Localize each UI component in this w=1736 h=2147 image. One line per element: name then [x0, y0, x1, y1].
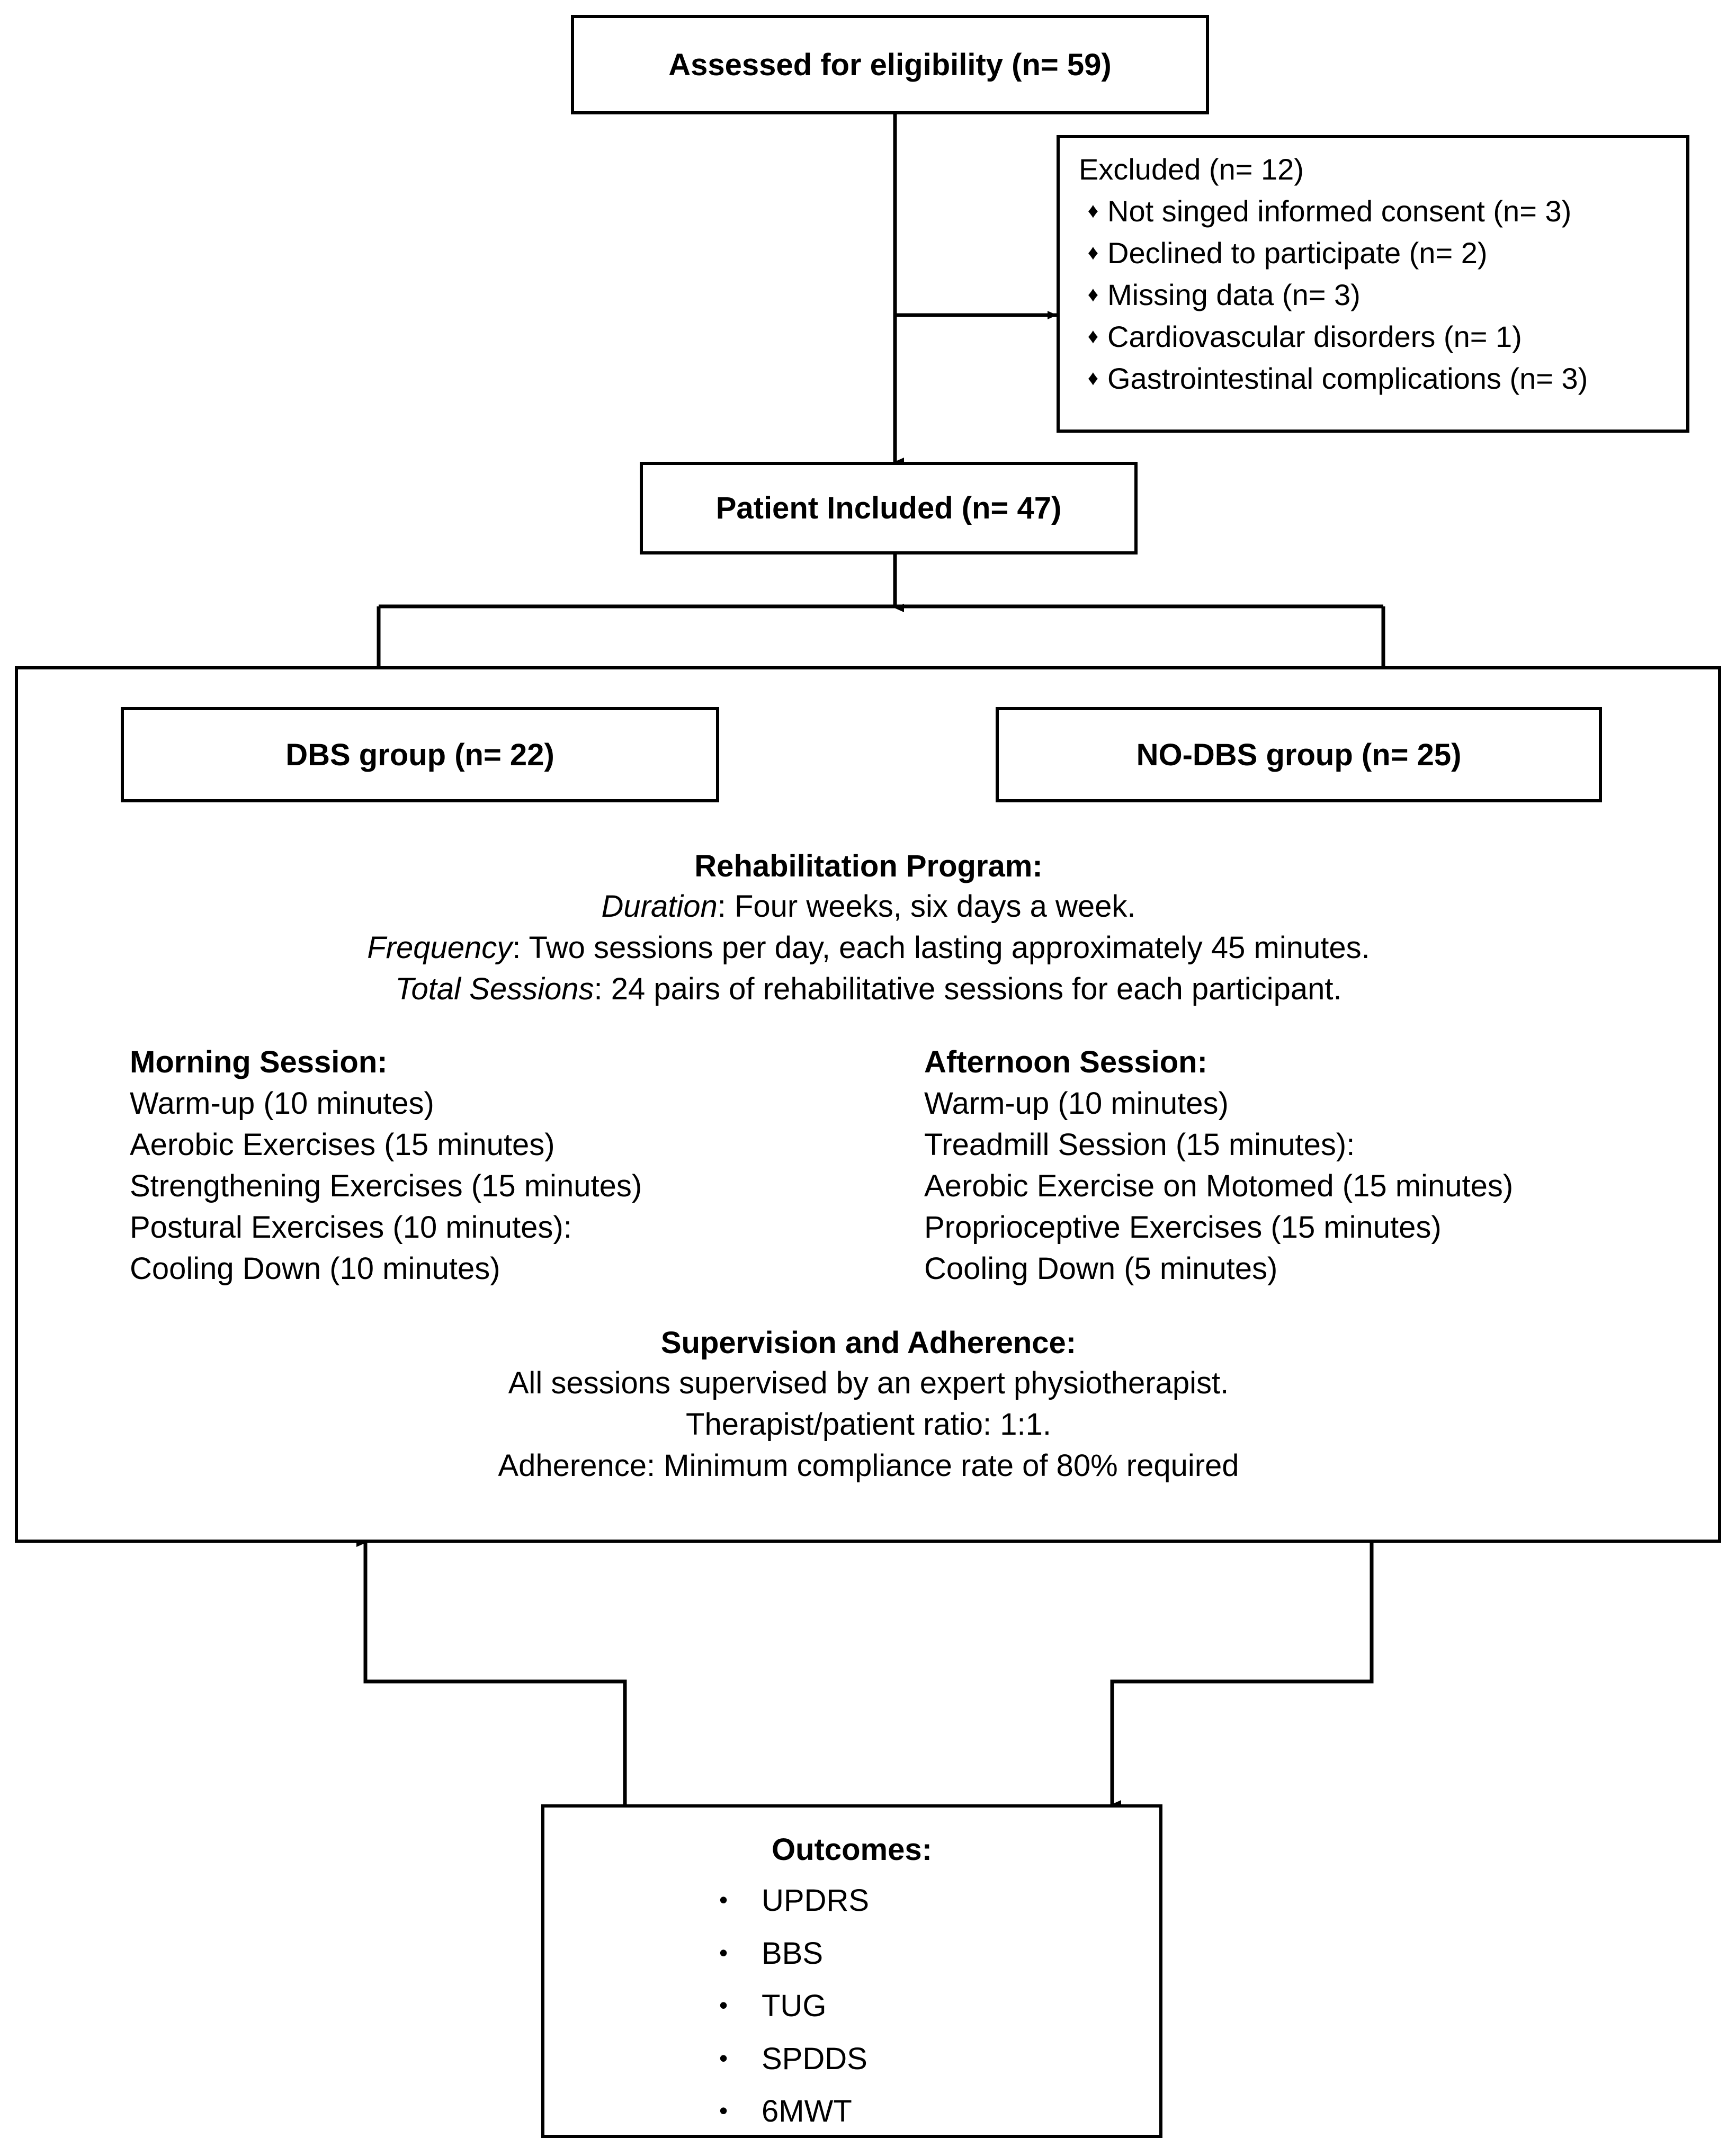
- supervision-line: Adherence: Minimum compliance rate of 80…: [498, 1448, 1239, 1483]
- list-item: ♦ Declined to participate (n= 2): [1079, 236, 1686, 271]
- list-item: Proprioceptive Exercises (15 minutes): [924, 1210, 1442, 1245]
- afternoon-session-column: Afternoon Session: Warm-up (10 minutes) …: [924, 1042, 1719, 1290]
- round-bullet-icon: •: [719, 1938, 728, 1966]
- supervision-line: All sessions supervised by an expert phy…: [508, 1366, 1229, 1401]
- excluded-reason-list: ♦ Not singed informed consent (n= 3) ♦ D…: [1079, 194, 1686, 396]
- list-item: ♦ Missing data (n= 3): [1079, 278, 1686, 312]
- outcome-label: TUG: [762, 1989, 827, 2024]
- list-item: • BBS: [719, 1935, 1159, 1972]
- list-item: ♦ Gastrointestinal complications (n= 3): [1079, 362, 1686, 396]
- diamond-bullet-icon: ♦: [1087, 241, 1099, 265]
- list-item: • TUG: [719, 1988, 1159, 2025]
- list-item: Postural Exercises (10 minutes):: [130, 1210, 572, 1245]
- morning-session-list: Warm-up (10 minutes) Aerobic Exercises (…: [130, 1083, 924, 1290]
- excluded-box: Excluded (n= 12) ♦ Not singed informed c…: [1057, 135, 1689, 433]
- patient-included-box: Patient Included (n= 47): [640, 462, 1138, 554]
- diamond-bullet-icon: ♦: [1087, 282, 1099, 306]
- rehabilitation-program-details: Rehabilitation Program: Duration: Four w…: [58, 846, 1679, 1010]
- outcome-label: BBS: [762, 1936, 824, 1971]
- rehab-total-sessions-label: Total Sessions: [395, 971, 594, 1006]
- outcome-label: 6MWT: [762, 2094, 852, 2129]
- supervision-header: Supervision and Adherence:: [660, 1326, 1077, 1360]
- excluded-item-label: Missing data (n= 3): [1107, 278, 1361, 311]
- list-item: ♦ Not singed informed consent (n= 3): [1079, 194, 1686, 229]
- rehab-total-sessions-text: : 24 pairs of rehabilitative sessions fo…: [594, 971, 1342, 1006]
- excluded-item-label: Not singed informed consent (n= 3): [1107, 194, 1572, 228]
- dbs-group-label: DBS group (n= 22): [285, 737, 554, 772]
- list-item: Cooling Down (10 minutes): [130, 1251, 500, 1286]
- assessed-label: Assessed for eligibility (n= 59): [668, 47, 1112, 82]
- supervision-and-adherence-details: Supervision and Adherence: All sessions …: [58, 1323, 1679, 1487]
- connector-outcomes-to-program: [356, 1538, 627, 1804]
- excluded-item-label: Gastrointestinal complications (n= 3): [1107, 361, 1588, 395]
- excluded-item-label: Cardiovascular disorders (n= 1): [1107, 319, 1522, 353]
- rehab-duration-label: Duration: [601, 889, 718, 924]
- morning-session-column: Morning Session: Warm-up (10 minutes) Ae…: [130, 1042, 924, 1290]
- rehab-frequency-label: Frequency: [367, 931, 513, 965]
- outcomes-box: Outcomes: • UPDRS • BBS • TUG • SPDDS • …: [541, 1804, 1162, 2138]
- list-item: Cooling Down (5 minutes): [924, 1251, 1278, 1286]
- afternoon-session-header: Afternoon Session:: [924, 1045, 1207, 1079]
- rehab-frequency-text: : Two sessions per day, each lasting app…: [512, 931, 1370, 965]
- diamond-bullet-icon: ♦: [1087, 199, 1099, 223]
- round-bullet-icon: •: [719, 2044, 728, 2072]
- round-bullet-icon: •: [719, 2097, 728, 2125]
- connector-program-to-outcomes: [1110, 1543, 1374, 1809]
- diamond-bullet-icon: ♦: [1087, 324, 1099, 348]
- no-dbs-group-box: NO-DBS group (n= 25): [996, 707, 1602, 802]
- list-item: • UPDRS: [719, 1882, 1159, 1919]
- list-item: Warm-up (10 minutes): [130, 1086, 434, 1121]
- rehab-total-sessions-line: Total Sessions: 24 pairs of rehabilitati…: [58, 969, 1679, 1010]
- list-item: ♦ Cardiovascular disorders (n= 1): [1079, 320, 1686, 354]
- rehab-duration-line: Duration: Four weeks, six days a week.: [58, 886, 1679, 927]
- list-item: Warm-up (10 minutes): [924, 1086, 1229, 1121]
- list-item: Aerobic Exercises (15 minutes): [130, 1128, 555, 1162]
- list-item: Aerobic Exercise on Motomed (15 minutes): [924, 1169, 1514, 1204]
- round-bullet-icon: •: [719, 1991, 728, 2019]
- list-item: • 6MWT: [719, 2093, 1159, 2130]
- excluded-item-label: Declined to participate (n= 2): [1107, 236, 1488, 270]
- rehab-header: Rehabilitation Program:: [694, 849, 1043, 883]
- list-item: Strengthening Exercises (15 minutes): [130, 1169, 642, 1204]
- outcome-label: SPDDS: [762, 2041, 867, 2076]
- outcomes-title: Outcomes:: [772, 1832, 932, 1867]
- outcome-label: UPDRS: [762, 1883, 870, 1918]
- morning-session-header: Morning Session:: [130, 1045, 388, 1079]
- round-bullet-icon: •: [719, 1886, 728, 1913]
- rehab-frequency-line: Frequency: Two sessions per day, each la…: [58, 927, 1679, 969]
- assessed-for-eligibility-box: Assessed for eligibility (n= 59): [571, 15, 1209, 114]
- list-item: Treadmill Session (15 minutes):: [924, 1128, 1355, 1162]
- diamond-bullet-icon: ♦: [1087, 366, 1099, 390]
- excluded-title: Excluded (n= 12): [1079, 153, 1304, 186]
- rehabilitation-program-box: [15, 666, 1721, 1543]
- patient-included-label: Patient Included (n= 47): [715, 491, 1062, 525]
- rehab-duration-text: : Four weeks, six days a week.: [717, 889, 1136, 924]
- afternoon-session-list: Warm-up (10 minutes) Treadmill Session (…: [924, 1083, 1719, 1290]
- no-dbs-group-label: NO-DBS group (n= 25): [1136, 737, 1462, 772]
- dbs-group-box: DBS group (n= 22): [121, 707, 719, 802]
- supervision-line: Therapist/patient ratio: 1:1.: [686, 1407, 1051, 1442]
- outcomes-list: • UPDRS • BBS • TUG • SPDDS • 6MWT: [544, 1882, 1159, 2130]
- list-item: • SPDDS: [719, 2041, 1159, 2078]
